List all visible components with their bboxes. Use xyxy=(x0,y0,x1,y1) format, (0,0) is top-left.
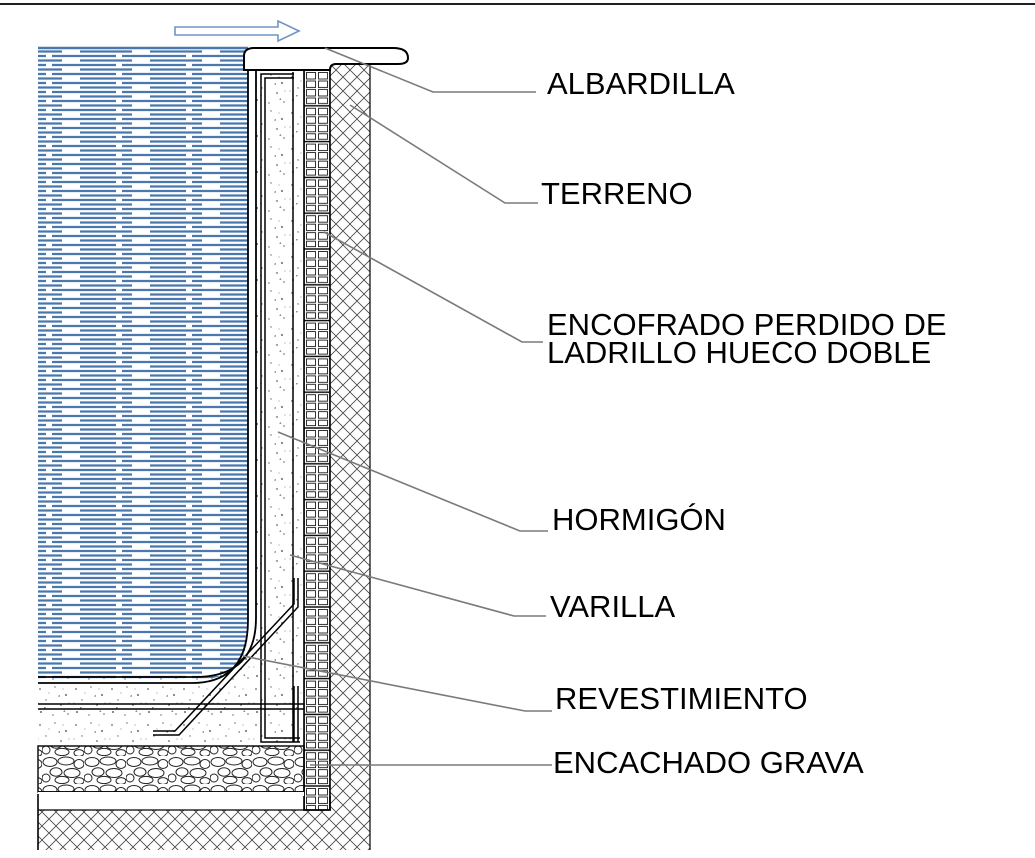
label-encofrado-line2: LADRILLO HUECO DOBLE xyxy=(547,335,931,370)
coping-albardilla xyxy=(243,47,410,71)
brick-formwork-wall xyxy=(303,69,331,811)
gravel-bed-encachado xyxy=(37,745,331,850)
concrete-wall xyxy=(38,66,304,742)
leader-hormigon xyxy=(277,431,548,532)
labels: ALBARDILLA TERRENO ENCOFRADO PERDIDO DE … xyxy=(541,66,947,780)
leader-terreno xyxy=(349,104,538,204)
leader-revestimiento xyxy=(242,655,552,712)
arrow-right-icon xyxy=(174,19,301,43)
water-body xyxy=(38,46,248,679)
label-encachado: ENCACHADO GRAVA xyxy=(553,745,864,780)
leader-albardilla xyxy=(324,47,536,93)
rebar-varilla xyxy=(153,72,300,743)
leader-encofrado xyxy=(323,231,543,343)
label-encofrado-line1: ENCOFRADO PERDIDO DE xyxy=(547,307,947,342)
label-albardilla: ALBARDILLA xyxy=(547,66,735,101)
terreno-soil xyxy=(38,60,371,850)
leader-varilla xyxy=(289,554,546,617)
leader-lines xyxy=(242,47,552,766)
label-varilla: VARILLA xyxy=(550,589,676,624)
label-hormigon: HORMIGÓN xyxy=(552,502,726,537)
label-terreno: TERRENO xyxy=(541,176,693,211)
label-revestimiento: REVESTIMIENTO xyxy=(555,681,808,716)
